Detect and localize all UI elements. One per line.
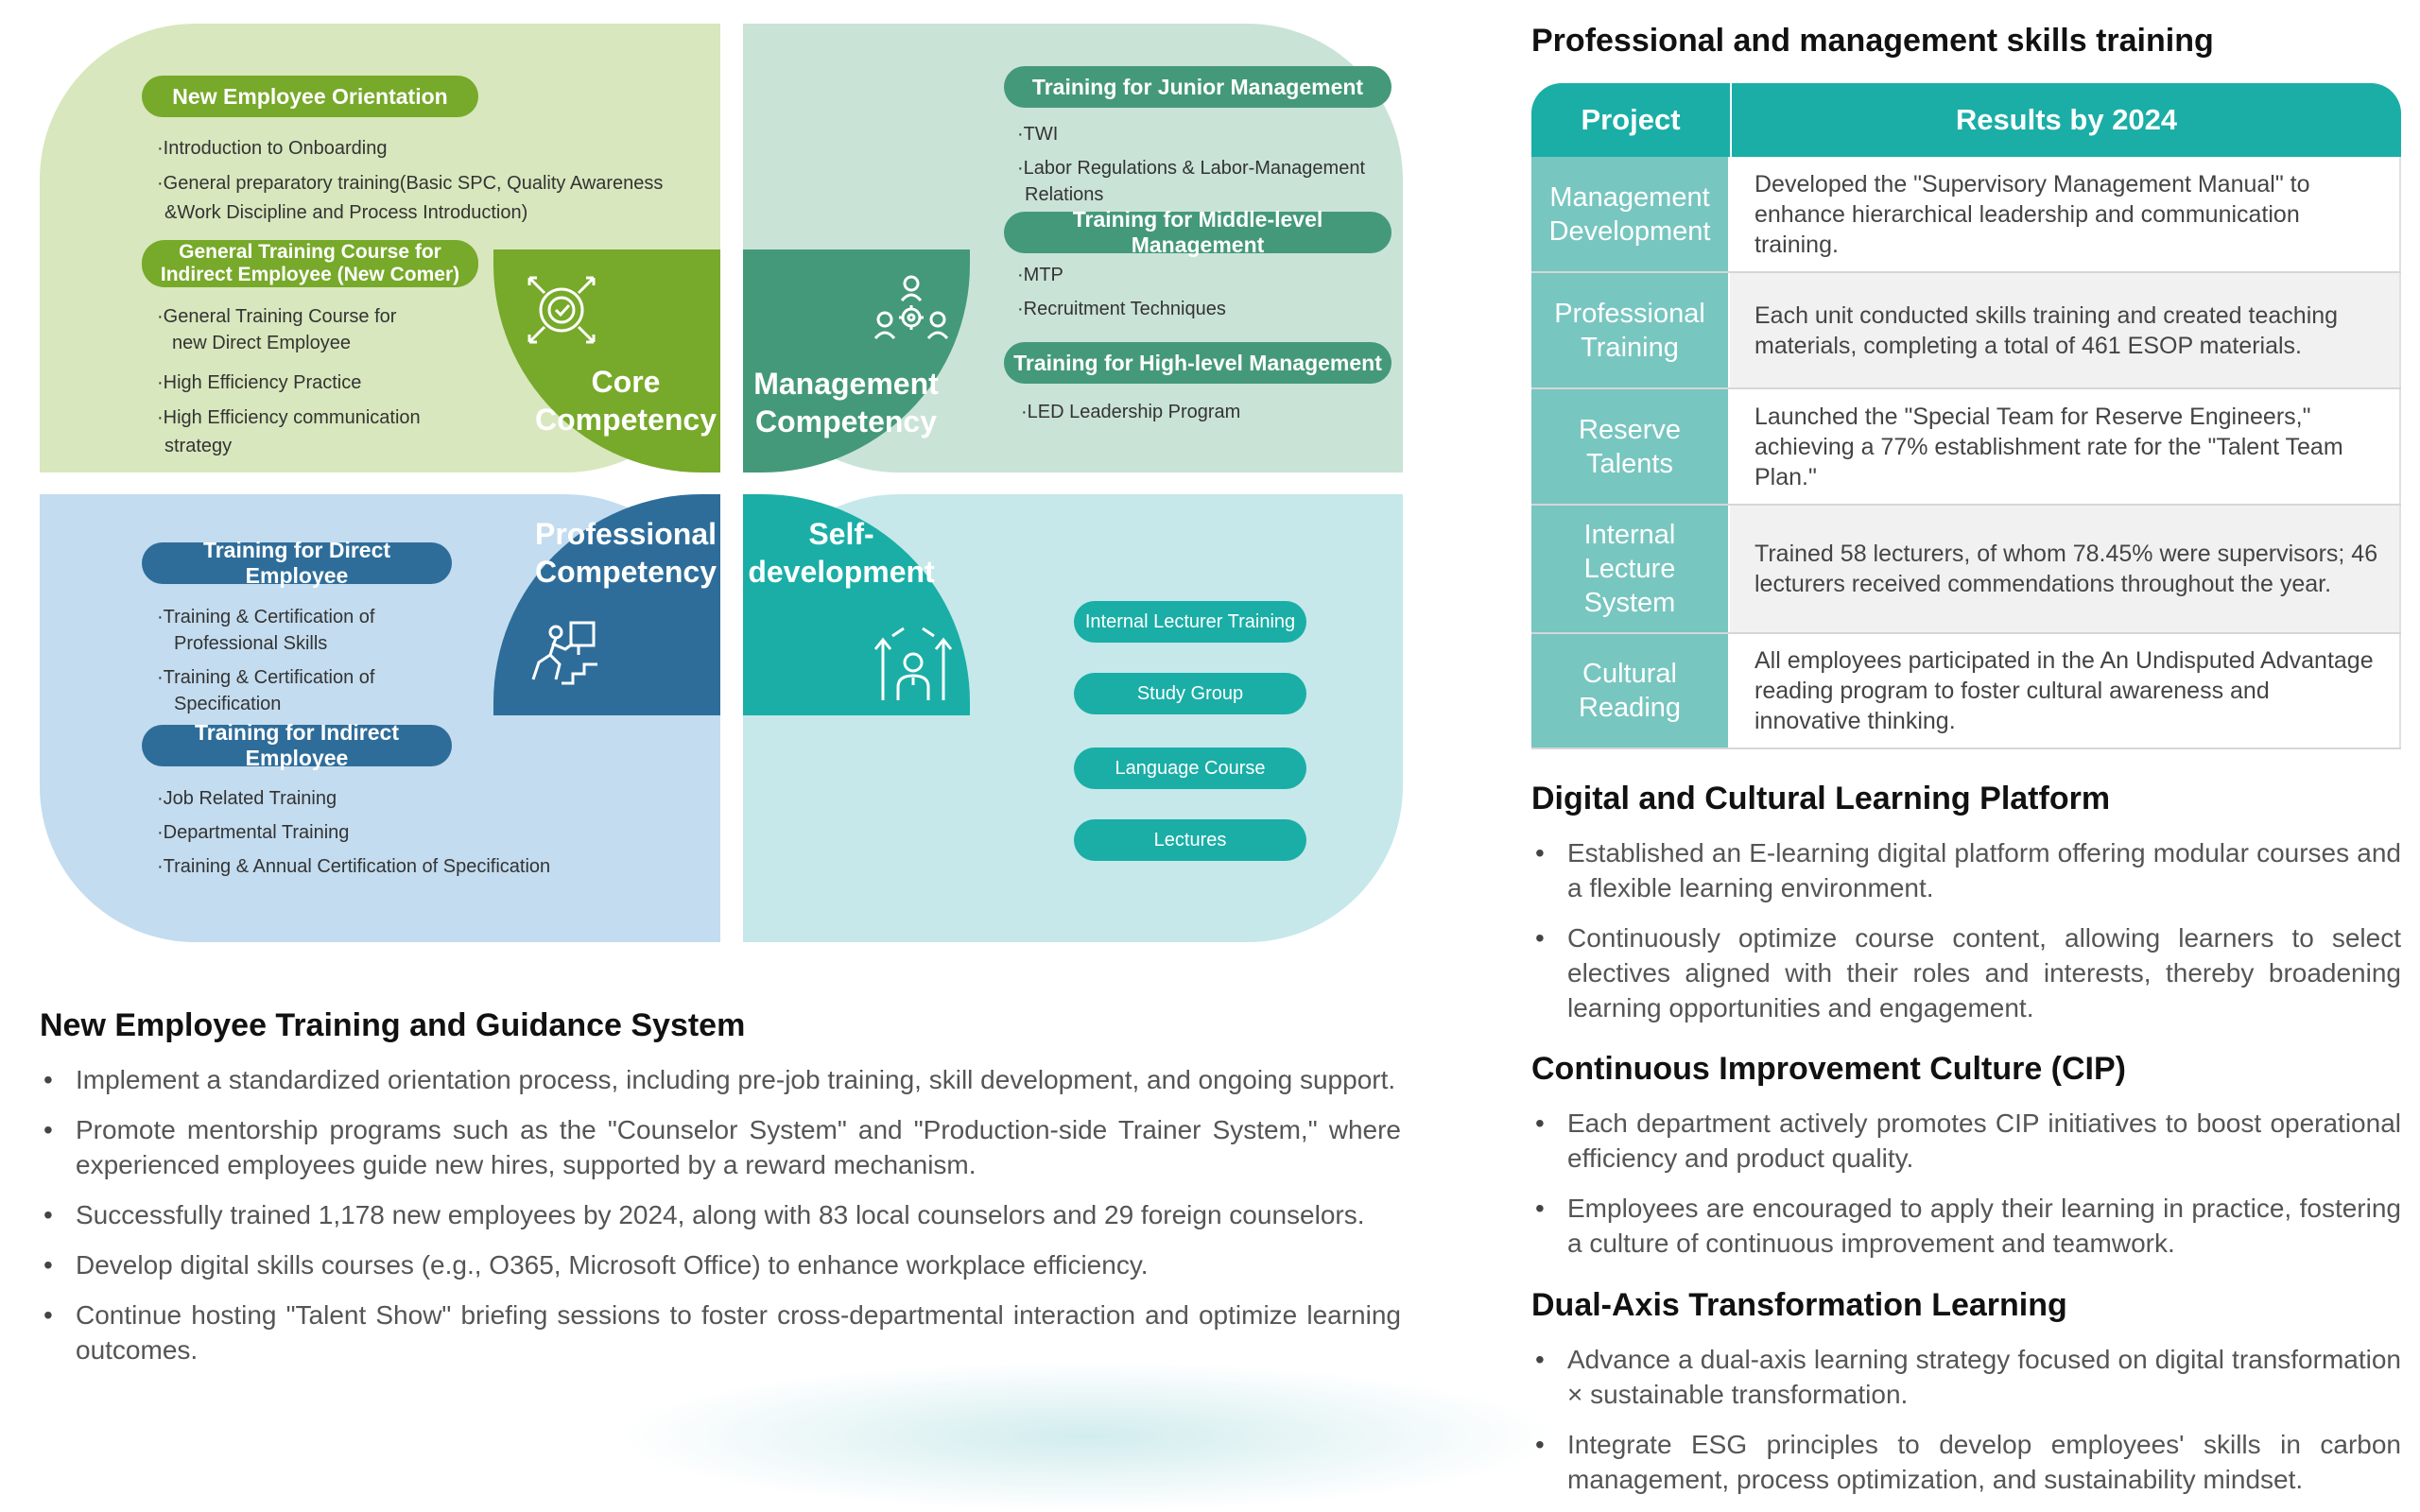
digital-platform-list: Established an E-learning digital platfo… (1531, 835, 2401, 1025)
direct-item: ·Training & Certification of (157, 607, 375, 627)
cip-list: Each department actively promotes CIP in… (1531, 1106, 2401, 1261)
orientation-item: &Work Discipline and Process Introductio… (164, 202, 528, 223)
list-item: Continuously optimize course content, al… (1531, 920, 2401, 1025)
table-header: Project Results by 2024 (1531, 83, 2401, 157)
orientation-item: ·Introduction to Onboarding (157, 138, 388, 159)
indirect-employee-item: ·Job Related Training (157, 788, 337, 809)
new-employee-list: Implement a standardized orientation pro… (40, 1062, 1401, 1367)
self-development-petal: Self- development (743, 494, 970, 715)
language-course-pill: Language Course (1074, 747, 1306, 789)
management-competency-title: Management Competency (753, 367, 939, 438)
professional-competency-petal: Professional Competency (493, 494, 720, 715)
list-item: Develop digital skills courses (e.g., O3… (40, 1247, 1401, 1282)
target-arrows-icon (527, 276, 596, 344)
indirect-new-comer-label: General Training Course for Indirect Emp… (142, 240, 478, 287)
result-cell: All employees participated in the An Und… (1730, 634, 2401, 747)
project-cell: Management Development (1531, 157, 1730, 271)
direct-item: Specification (174, 694, 282, 714)
direct-item: Professional Skills (174, 633, 328, 654)
skills-training-table: Project Results by 2024 Management Devel… (1531, 83, 2401, 749)
middle-item: ·MTP (1017, 265, 1063, 285)
result-cell: Launched the "Special Team for Reserve E… (1730, 389, 2401, 504)
skills-training-heading: Professional and management skills train… (1531, 23, 2214, 59)
project-cell: Cultural Reading (1531, 634, 1730, 747)
project-cell: Reserve Talents (1531, 389, 1730, 504)
middle-item: ·Recruitment Techniques (1017, 299, 1226, 319)
table-row: Cultural Reading All employees participa… (1531, 634, 2401, 749)
digital-platform-heading: Digital and Cultural Learning Platform (1531, 781, 2111, 816)
background-glow (614, 1361, 1560, 1512)
indirect-employee-item: ·Training & Annual Certification of Spec… (157, 856, 551, 877)
project-cell: Professional Training (1531, 273, 1730, 387)
list-item: Integrate ESG principles to develop empl… (1531, 1427, 2401, 1497)
new-employee-heading: New Employee Training and Guidance Syste… (40, 1007, 746, 1043)
person-growth-arrows-icon (873, 627, 953, 700)
indirect-employee-label: Training for Indirect Employee (142, 720, 452, 770)
indirect-employee-item: ·Departmental Training (157, 822, 350, 843)
column-header-project: Project (1531, 83, 1732, 157)
table-row: Professional Training Each unit conducte… (1531, 273, 2401, 389)
orientation-item: ·General preparatory training(Basic SPC,… (157, 173, 664, 194)
dual-axis-heading: Dual-Axis Transformation Learning (1531, 1287, 2067, 1323)
list-item: Each department actively promotes CIP in… (1531, 1106, 2401, 1176)
climbing-stairs-icon (531, 621, 597, 685)
table-row: Management Development Developed the "Su… (1531, 157, 2401, 273)
direct-item: ·Training & Certification of (157, 667, 375, 688)
dual-axis-list: Advance a dual-axis learning strategy fo… (1531, 1342, 2401, 1497)
direct-employee-label: Training for Direct Employee (142, 538, 452, 588)
core-competency-title: Core Competency (534, 365, 717, 437)
table-row: Reserve Talents Launched the "Special Te… (1531, 389, 2401, 506)
result-cell: Developed the "Supervisory Management Ma… (1730, 157, 2401, 271)
list-item: Promote mentorship programs such as the … (40, 1112, 1401, 1182)
table-row: Internal Lecture System Trained 58 lectu… (1531, 506, 2401, 634)
indirect-item: ·High Efficiency Practice (157, 372, 362, 393)
list-item: Implement a standardized orientation pro… (40, 1062, 1401, 1097)
study-group-pill: Study Group (1074, 673, 1306, 714)
list-item: Successfully trained 1,178 new employees… (40, 1197, 1401, 1232)
self-development-title: Self- development (748, 517, 935, 589)
junior-item: ·TWI (1017, 124, 1059, 145)
middle-management-label: Training for Middle-level Management (1004, 207, 1392, 257)
list-item: Advance a dual-axis learning strategy fo… (1531, 1342, 2401, 1412)
result-cell: Each unit conducted skills training and … (1730, 273, 2401, 387)
list-item: Established an E-learning digital platfo… (1531, 835, 2401, 905)
high-management-label: Training for High-level Management (1004, 342, 1392, 384)
cip-heading: Continuous Improvement Culture (CIP) (1531, 1051, 2126, 1087)
junior-management-label: Training for Junior Management (1004, 66, 1392, 108)
result-cell: Trained 58 lecturers, of whom 78.45% wer… (1730, 506, 2401, 632)
high-item: ·LED Leadership Program (1021, 402, 1241, 422)
team-gear-icon (873, 275, 949, 340)
lectures-pill: Lectures (1074, 819, 1306, 861)
column-header-results: Results by 2024 (1955, 103, 2178, 136)
internal-lecturer-training-pill: Internal Lecturer Training (1074, 601, 1306, 643)
list-item: Employees are encouraged to apply their … (1531, 1191, 2401, 1261)
indirect-item: ·General Training Course for (157, 306, 397, 327)
indirect-item: ·High Efficiency communication (157, 407, 421, 428)
new-employee-orientation-label: New Employee Orientation (142, 76, 478, 117)
core-competency-petal: Core Competency (493, 249, 720, 472)
list-item: Continue hosting "Talent Show" briefing … (40, 1297, 1401, 1367)
junior-item: ·Labor Regulations & Labor-Management (1017, 158, 1365, 179)
management-competency-petal: Management Competency (743, 249, 970, 472)
professional-competency-title: Professional Competency (534, 517, 717, 589)
junior-item: Relations (1025, 184, 1104, 205)
indirect-item: strategy (164, 436, 233, 456)
project-cell: Internal Lecture System (1531, 506, 1730, 632)
indirect-item: new Direct Employee (172, 333, 351, 353)
